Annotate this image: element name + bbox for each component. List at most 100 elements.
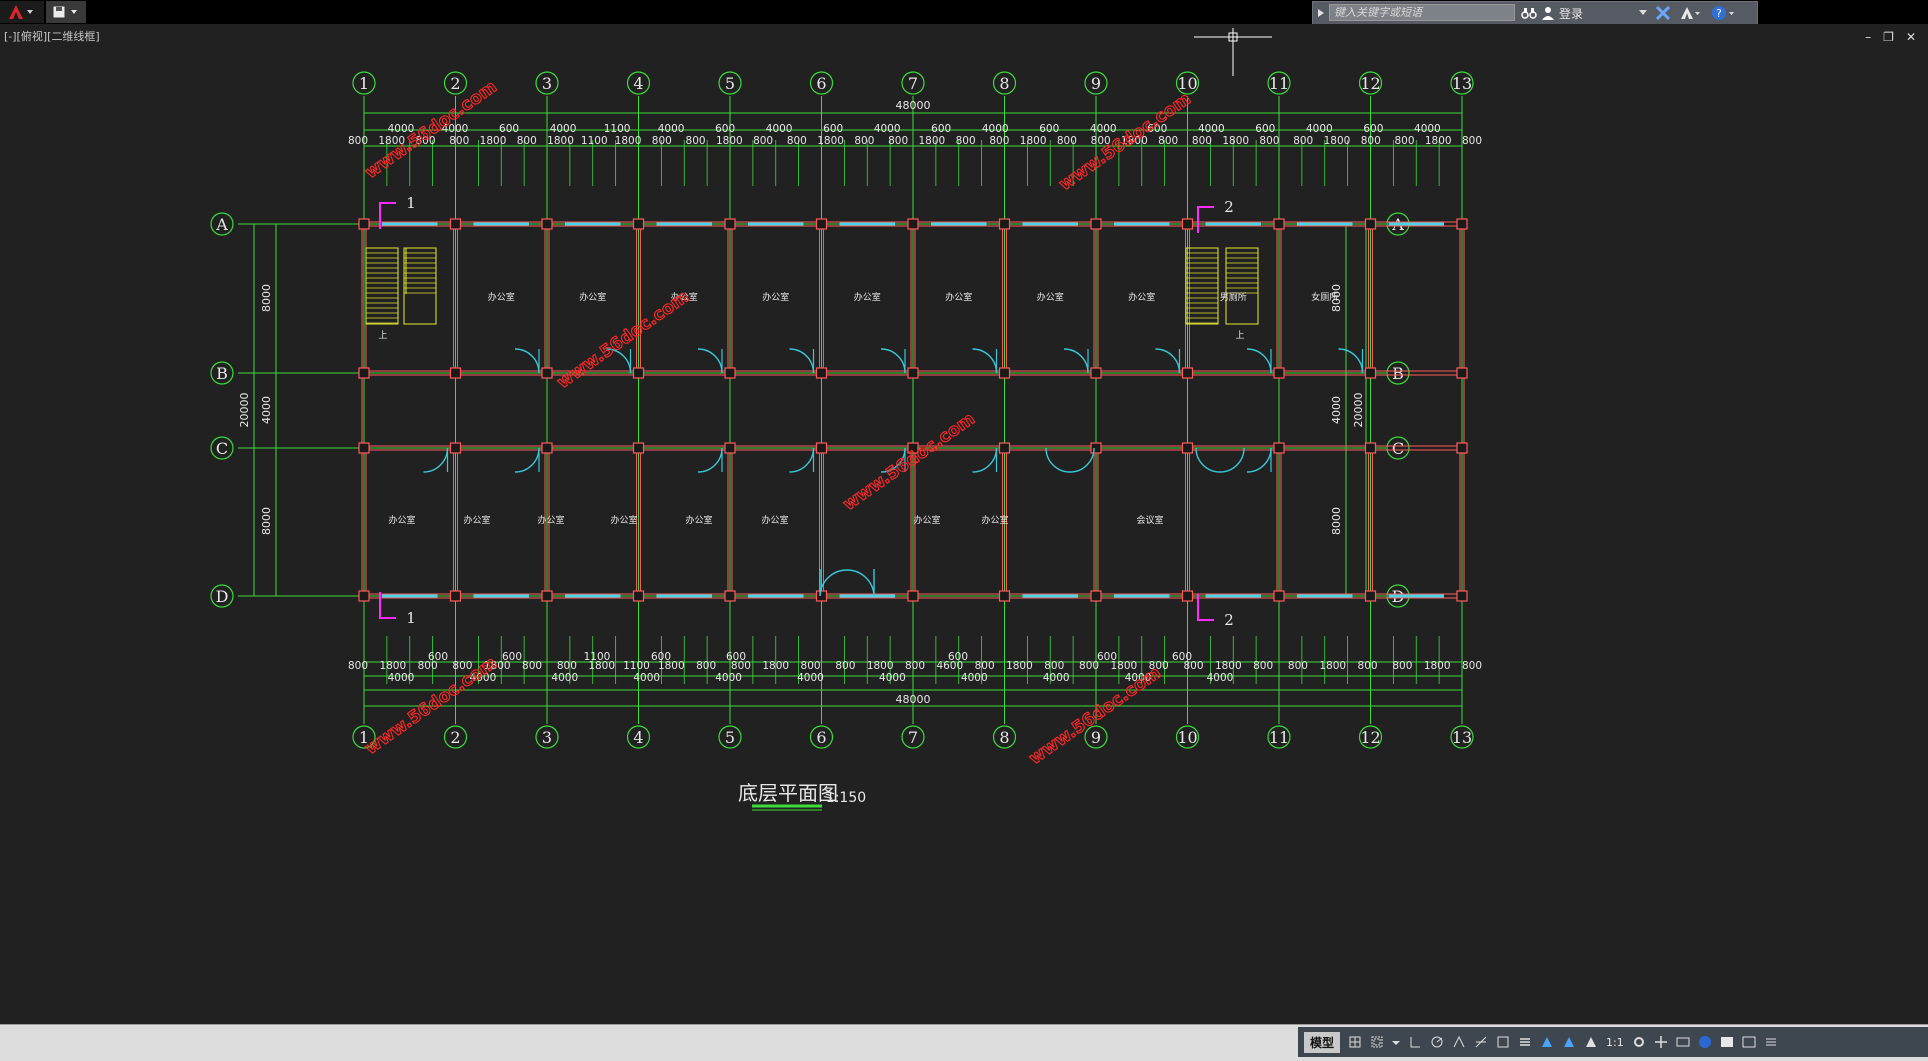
structural-column bbox=[449, 367, 462, 379]
door-swing bbox=[423, 447, 449, 473]
column-axis-bubble bbox=[809, 71, 834, 95]
dimension-text: 600 bbox=[823, 123, 843, 135]
section-mark-label: 2 bbox=[1224, 198, 1234, 216]
structural-column bbox=[815, 442, 828, 454]
status-bar-tools: 模型 1:1 bbox=[1298, 1027, 1928, 1057]
user-icon[interactable] bbox=[1541, 6, 1555, 20]
column-axis-bubble bbox=[1450, 725, 1474, 749]
polar-tracking-icon[interactable] bbox=[1430, 1035, 1444, 1049]
viewport-controls-label[interactable]: [-][俯视][二维线框] bbox=[4, 30, 100, 43]
overall-width-dimension: 48000 bbox=[896, 693, 931, 706]
drawing-viewport[interactable]: AABBCCDD11223344556677889910101111121213… bbox=[0, 24, 1928, 1024]
quick-access-toolbar[interactable] bbox=[46, 1, 86, 23]
annotation-visibility-icon[interactable] bbox=[1562, 1035, 1576, 1049]
column-axis-label: 13 bbox=[1452, 728, 1472, 747]
save-icon[interactable] bbox=[50, 4, 82, 20]
dimension-text: 1800 bbox=[867, 660, 894, 672]
login-dropdown-icon[interactable] bbox=[1639, 10, 1647, 16]
column-axis-label: 8 bbox=[999, 728, 1009, 747]
dimension-text: 1800 bbox=[919, 135, 946, 147]
dimension-text: 1100 bbox=[581, 135, 608, 147]
stair-flight bbox=[403, 247, 437, 325]
dimension-text: 600 bbox=[1255, 123, 1275, 135]
column-axis-label: 11 bbox=[1269, 728, 1289, 747]
dimension-text: 4000 bbox=[874, 123, 901, 135]
lineweight-icon[interactable] bbox=[1518, 1035, 1532, 1049]
object-snap-icon[interactable] bbox=[1496, 1035, 1510, 1049]
plus-icon[interactable] bbox=[1654, 1035, 1668, 1049]
help-icon[interactable]: ? bbox=[1711, 5, 1737, 21]
room-label: 办公室 bbox=[671, 291, 698, 303]
annotation-scale-icon[interactable] bbox=[1540, 1035, 1554, 1049]
room-label: 办公室 bbox=[463, 514, 490, 526]
expand-arrow-icon[interactable] bbox=[1317, 8, 1325, 18]
dropdown-arrow-icon[interactable] bbox=[1392, 1035, 1401, 1049]
structural-column bbox=[1273, 218, 1285, 230]
ortho-mode-icon[interactable] bbox=[1408, 1035, 1422, 1049]
dimension-text: 4000 bbox=[715, 672, 742, 684]
object-snap-tracking-icon[interactable] bbox=[1474, 1035, 1488, 1049]
structural-column bbox=[449, 442, 462, 454]
column-axis-bubble bbox=[626, 71, 651, 95]
isolate-objects-icon[interactable] bbox=[1698, 1035, 1712, 1049]
exchange-apps-icon[interactable] bbox=[1655, 5, 1671, 21]
structural-column bbox=[907, 367, 919, 379]
snap-mode-icon[interactable] bbox=[1370, 1035, 1384, 1049]
dimension-text: 800 bbox=[888, 135, 908, 147]
dimension-text: 600 bbox=[1097, 651, 1117, 663]
auto-scale-icon[interactable] bbox=[1584, 1035, 1598, 1049]
column-axis-label: 7 bbox=[908, 74, 918, 93]
customization-menu-icon[interactable] bbox=[1764, 1035, 1778, 1049]
workspace-gear-icon[interactable] bbox=[1632, 1035, 1646, 1049]
door-swing bbox=[972, 447, 998, 473]
column-axis-bubble bbox=[1450, 71, 1474, 95]
stair-flight bbox=[365, 247, 399, 325]
column-axis-bubble bbox=[718, 71, 742, 95]
room-label: 办公室 bbox=[945, 291, 972, 303]
structural-column bbox=[1456, 367, 1468, 379]
dimension-text: 1800 bbox=[1020, 135, 1047, 147]
dimension-text: 800 bbox=[835, 660, 855, 672]
section-mark bbox=[379, 592, 396, 619]
dimension-text: 800 bbox=[1358, 660, 1378, 672]
section-mark-label: 2 bbox=[1224, 611, 1234, 629]
close-icon[interactable]: ✕ bbox=[1905, 30, 1916, 44]
dimension-text: 1800 bbox=[615, 135, 642, 147]
column-axis-bubble bbox=[1084, 71, 1108, 95]
bay-depth-dimension: 8000 bbox=[260, 284, 273, 312]
binoculars-icon[interactable] bbox=[1521, 6, 1537, 20]
column-axis-label: 4 bbox=[633, 74, 643, 93]
model-space-button[interactable]: 模型 bbox=[1304, 1031, 1341, 1053]
status-bar: 模型 1:1 bbox=[0, 1024, 1928, 1061]
login-link[interactable]: 登录 bbox=[1559, 7, 1584, 21]
floor-plan-canvas[interactable]: AABBCCDD11223344556677889910101111121213… bbox=[0, 24, 1928, 1024]
bay-depth-dimension: 4000 bbox=[1330, 396, 1343, 424]
hardware-acceleration-icon[interactable] bbox=[1720, 1035, 1734, 1049]
dimension-text: 1800 bbox=[1222, 135, 1249, 147]
structural-column bbox=[541, 442, 553, 454]
door-swing bbox=[1045, 447, 1071, 473]
search-input[interactable] bbox=[1329, 4, 1515, 21]
minimize-icon[interactable]: – bbox=[1865, 30, 1872, 44]
dimension-text: 800 bbox=[1158, 135, 1178, 147]
room-label: 办公室 bbox=[685, 514, 712, 526]
column-axis-bubble bbox=[809, 725, 834, 749]
dimension-text: 4000 bbox=[1198, 123, 1225, 135]
dimension-text: 600 bbox=[1363, 123, 1383, 135]
dimension-text: 600 bbox=[499, 123, 519, 135]
units-icon[interactable] bbox=[1676, 1035, 1690, 1049]
dimension-text: 1100 bbox=[604, 123, 631, 135]
clean-screen-icon[interactable] bbox=[1742, 1035, 1756, 1049]
grid-icon[interactable] bbox=[1348, 1035, 1362, 1049]
structural-column bbox=[1456, 590, 1468, 602]
isometric-icon[interactable] bbox=[1452, 1035, 1466, 1049]
application-menu-button[interactable] bbox=[0, 1, 44, 23]
autodesk-a360-icon[interactable] bbox=[1679, 5, 1701, 21]
dimension-text: 1800 bbox=[1121, 135, 1148, 147]
restore-icon[interactable]: ❐ bbox=[1883, 30, 1894, 44]
annotation-scale-value[interactable]: 1:1 bbox=[1606, 1035, 1624, 1049]
column-axis-bubble bbox=[1267, 71, 1291, 95]
column-axis-bubble bbox=[352, 71, 376, 95]
dimension-text: 1800 bbox=[378, 135, 405, 147]
door-swing bbox=[1195, 447, 1221, 473]
